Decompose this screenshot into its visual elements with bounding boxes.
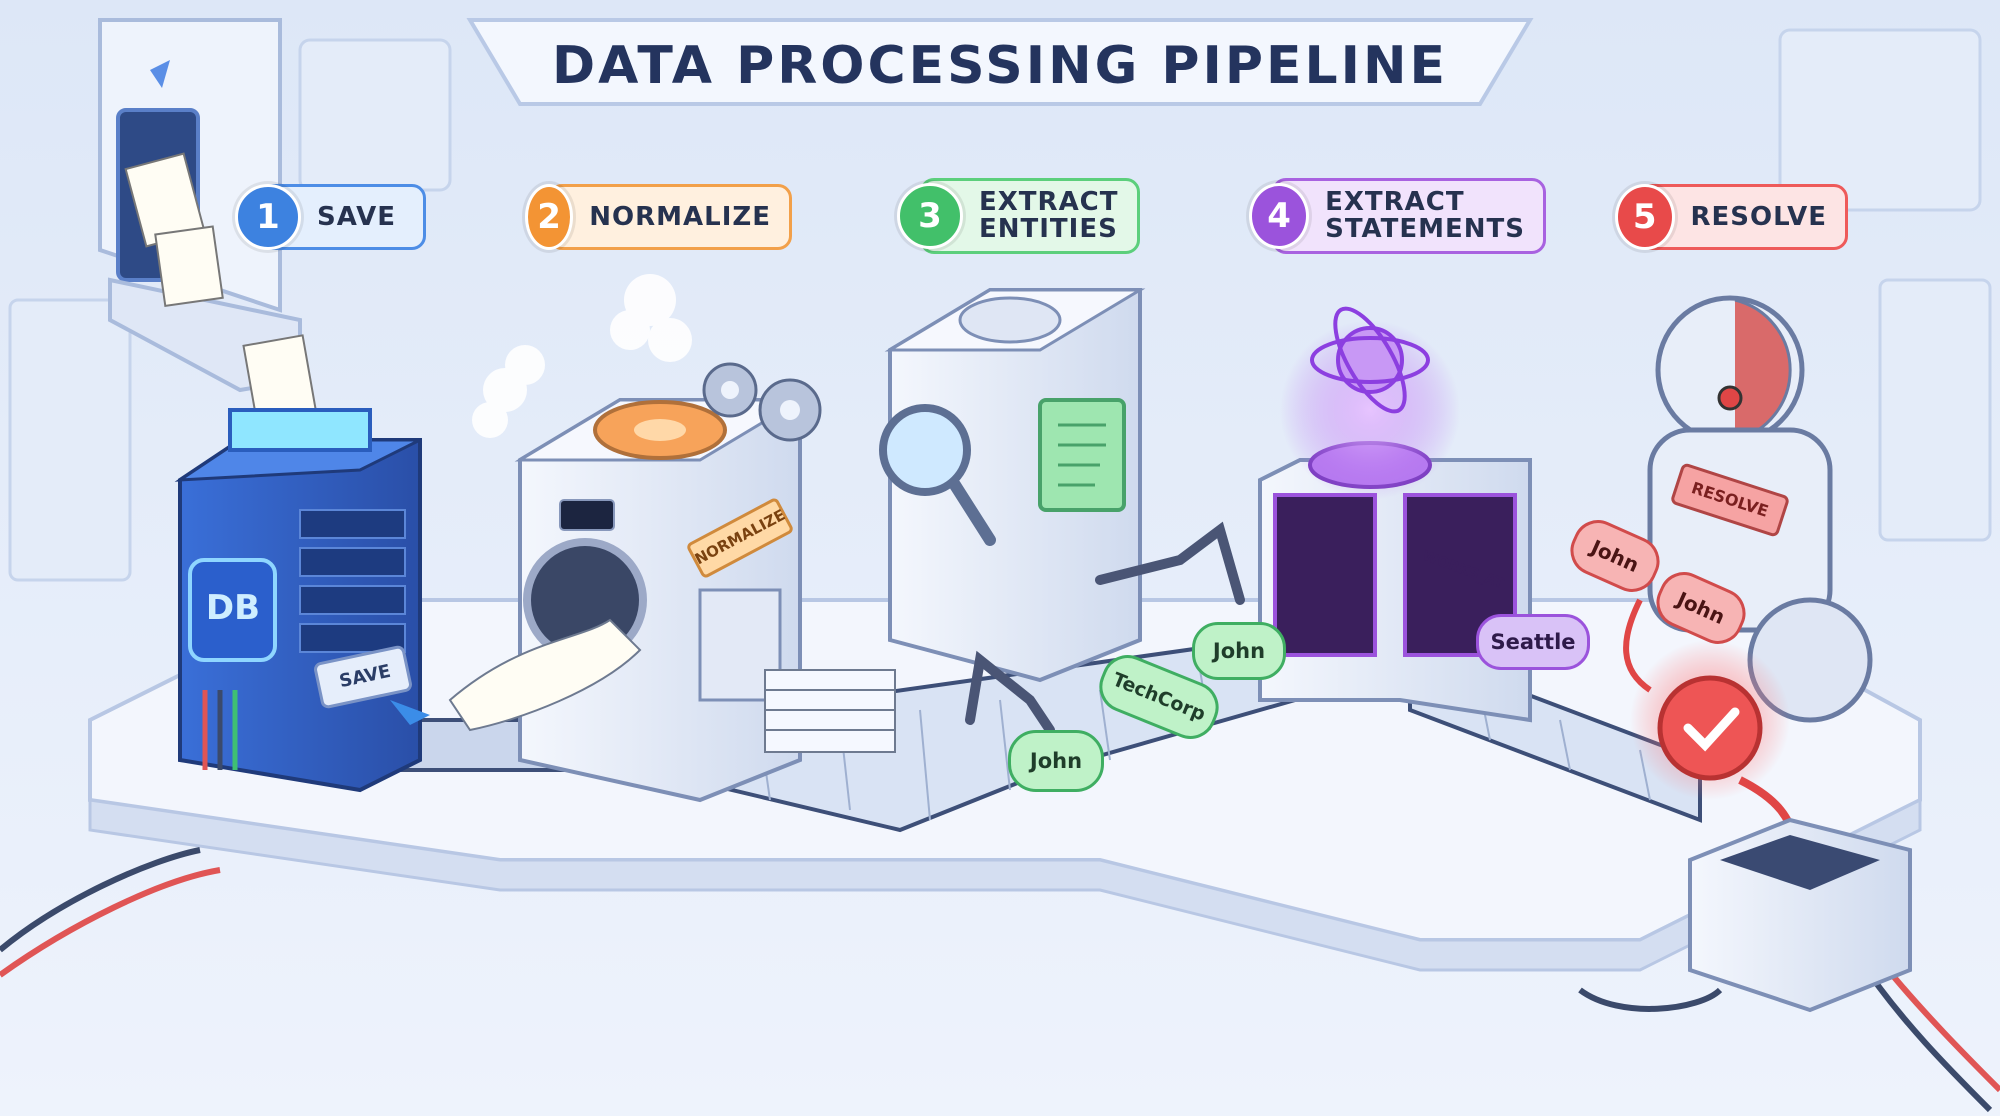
step-number: 3 [897, 183, 963, 249]
step-number: 2 [525, 184, 574, 250]
entity-token-john: John [1008, 730, 1104, 792]
step-save: 1 SAVE [235, 184, 426, 250]
page-title: DATA PROCESSING PIPELINE [551, 36, 1449, 96]
checkmark-icon [1683, 707, 1740, 752]
title-banner: DATA PROCESSING PIPELINE [490, 18, 1510, 114]
step-label: SAVE [317, 201, 396, 232]
document-chute [98, 18, 318, 426]
db-server [174, 408, 430, 793]
statement-extractor [1258, 306, 1532, 723]
step-label: EXTRACT STATEMENTS [1325, 187, 1525, 244]
entity-extractor [879, 288, 1245, 735]
background-panels [8, 28, 1992, 582]
magnifier-icon [879, 404, 996, 546]
statement-token-seattle: Seattle [1476, 614, 1590, 670]
entity-token-john: John [1192, 622, 1286, 680]
step-label: NORMALIZE [589, 201, 771, 232]
step-number: 4 [1249, 183, 1310, 249]
orbit-icon [1310, 306, 1430, 414]
step-number: 1 [235, 184, 301, 250]
output-bin [1688, 817, 1912, 1013]
step-label: EXTRACT ENTITIES [979, 187, 1119, 244]
step-label: RESOLVE [1690, 201, 1827, 232]
floor-edge [88, 797, 1922, 972]
db-label: DB [205, 588, 261, 628]
title-banner-shape [466, 18, 1534, 106]
step-extract-statements: 4 EXTRACT STATEMENTS [1249, 178, 1546, 254]
step-extract-entities: 3 EXTRACT ENTITIES [897, 178, 1140, 254]
step-normalize: 2 NORMALIZE [525, 184, 792, 250]
step-resolve: 5 RESOLVE [1615, 184, 1848, 250]
normalizer-machine [448, 274, 896, 803]
step-number: 5 [1615, 184, 1675, 250]
